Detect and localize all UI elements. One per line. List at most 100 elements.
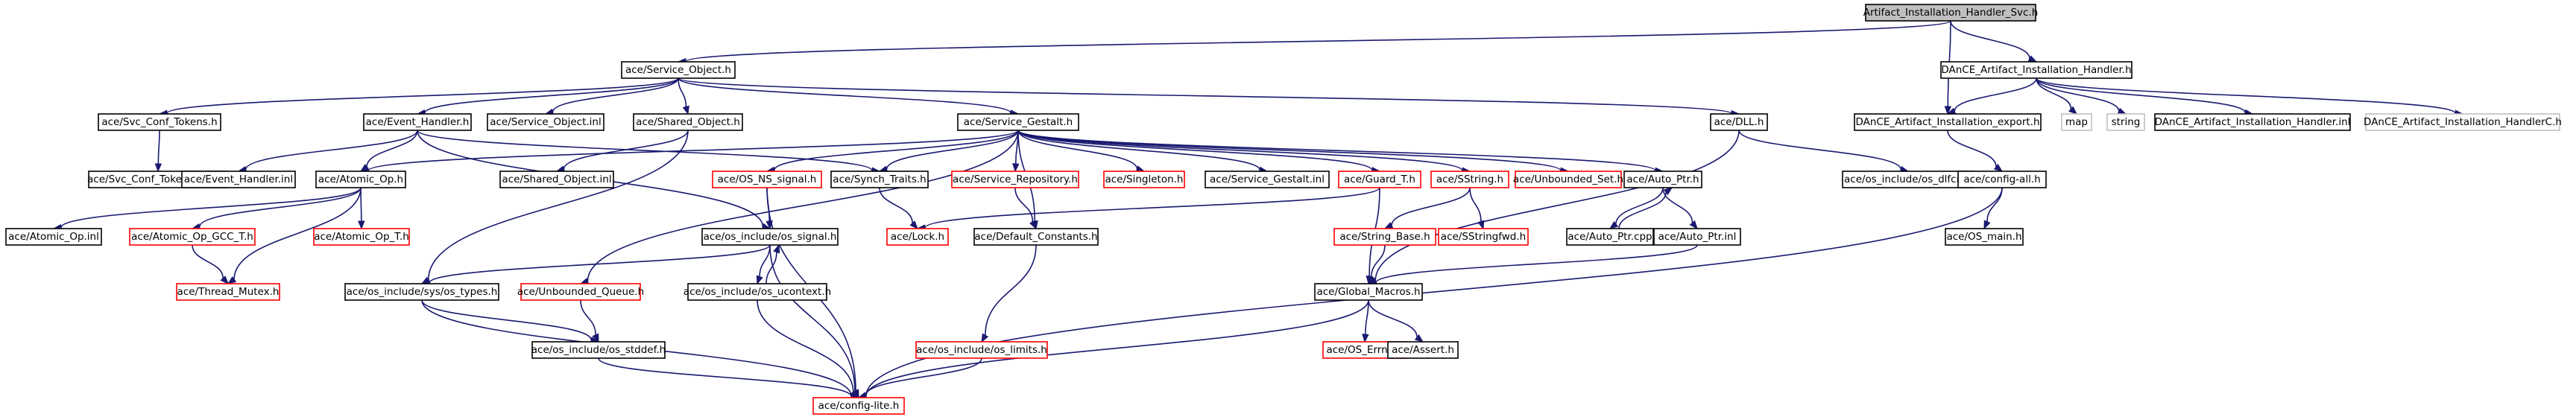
node-service-repository[interactable]: ace/Service_Repository.h: [951, 171, 1079, 188]
edge-service-object-to-service-gestalt: [678, 77, 1011, 114]
node-box: [1103, 171, 1185, 188]
node-os-stddef[interactable]: ace/os_include/os_stddef.h: [531, 341, 666, 359]
node-os-limits[interactable]: ace/os_include/os_limits.h: [915, 341, 1048, 359]
edge-arrowhead: [773, 243, 780, 254]
node-box: [520, 283, 641, 301]
node-box: [181, 171, 296, 188]
edge-arrowhead: [756, 275, 763, 285]
node-svc-conf-tokens[interactable]: ace/Svc_Conf_Tokens.h: [98, 113, 221, 131]
node-dance-handler-c[interactable]: DAnCE_Artifact_Installation_HandlerC.h: [2364, 113, 2562, 131]
node-label: ace/OS_Errno.h: [1326, 344, 1403, 356]
node-box: [531, 341, 666, 359]
node-os-main[interactable]: ace/OS_main.h: [1945, 228, 2024, 246]
node-box: [1314, 283, 1423, 301]
node-dance-handler-inl[interactable]: DAnCE_Artifact_Installation_Handler.inl: [2154, 113, 2351, 131]
node-auto-ptr-inl[interactable]: ace/Auto_Ptr.inl: [1653, 228, 1741, 246]
node-assert[interactable]: ace/Assert.h: [1387, 341, 1459, 359]
node-os-ns-signal[interactable]: ace/OS_NS_signal.h: [712, 171, 822, 188]
node-label: DAnCE_Artifact_Installation_Handler.inl: [2155, 116, 2351, 128]
node-root[interactable]: Artifact_Installation_Handler_Svc.h: [1863, 4, 2039, 22]
node-box: [687, 283, 827, 301]
edge-auto-ptr-to-auto-ptr-inl: [1662, 187, 1693, 223]
node-os-ucontext[interactable]: ace/os_include/os_ucontext.h: [684, 283, 831, 301]
node-event-handler-inl[interactable]: ace/Event_Handler.inl: [181, 171, 296, 188]
edge-auto-ptr-inl-to-global-macros: [1375, 244, 1698, 284]
node-label: ace/os_include/os_signal.h: [704, 231, 837, 243]
node-shared-object-inl[interactable]: ace/Shared_Object.inl: [499, 171, 614, 188]
node-auto-ptr-cpp[interactable]: ace/Auto_Ptr.cpp: [1566, 228, 1654, 246]
node-config-all[interactable]: ace/config-all.h: [1957, 171, 2047, 188]
node-service-gestalt-inl[interactable]: ace/Service_Gestalt.inl: [1205, 171, 1330, 188]
edge-atomic-op-gcc-to-thread-mutex: [192, 244, 224, 278]
edge-service-repository-to-default-constants: [1014, 187, 1034, 223]
node-singleton[interactable]: ace/Singleton.h: [1103, 171, 1185, 188]
node-global-macros[interactable]: ace/Global_Macros.h: [1314, 283, 1423, 301]
node-unbounded-set[interactable]: ace/Unbounded_Set.h: [1513, 171, 1623, 188]
node-box: [1854, 113, 2042, 131]
node-os-errno[interactable]: ace/OS_Errno.h: [1322, 341, 1407, 359]
edge-arrowhead: [220, 276, 229, 284]
node-atomic-op-inl[interactable]: ace/Atomic_Op.inl: [5, 228, 102, 246]
edge-service-gestalt-to-unbounded-set: [1017, 130, 1562, 171]
node-string-base[interactable]: ace/String_Base.h: [1333, 228, 1436, 246]
node-guard-t[interactable]: ace/Guard_T.h: [1338, 171, 1421, 188]
edge-shared-object-to-os-sys-types: [427, 130, 689, 281]
node-label: ace/SStringfwd.h: [1441, 231, 1526, 243]
node-map[interactable]: map: [2061, 113, 2092, 131]
node-os-signal[interactable]: ace/os_include/os_signal.h: [701, 228, 839, 246]
node-label: ace/Service_Object.h: [625, 64, 731, 76]
edge-arrowhead: [1414, 334, 1424, 343]
node-dance-handler[interactable]: DAnCE_Artifact_Installation_Handler.h: [1940, 61, 2133, 79]
node-box: [1945, 228, 2024, 246]
node-lock[interactable]: ace/Lock.h: [886, 228, 949, 246]
node-label: ace/OS_NS_signal.h: [718, 174, 817, 185]
edge-global-macros-to-os-errno: [1365, 299, 1369, 335]
header-nodes: Artifact_Installation_Handler_Svc.h ace/S…: [5, 4, 2562, 415]
node-label: ace/Singleton.h: [1105, 174, 1183, 185]
edge-os-signal-to-config-lite: [769, 244, 856, 392]
node-os-sys-types[interactable]: ace/os_include/sys/os_types.h: [344, 283, 499, 301]
node-label: ace/Lock.h: [891, 231, 944, 243]
node-event-handler[interactable]: ace/Event_Handler.h: [363, 113, 472, 131]
node-sstringfwd[interactable]: ace/SStringfwd.h: [1438, 228, 1529, 246]
node-label: ace/Auto_Ptr.cpp: [1568, 231, 1652, 243]
node-box: [973, 228, 1099, 246]
edge-arrowhead: [1368, 275, 1375, 285]
node-dll[interactable]: ace/DLL.h: [1710, 113, 1768, 131]
node-config-lite[interactable]: ace/config-lite.h: [812, 397, 905, 415]
node-label: ace/Atomic_Op_T.h: [314, 231, 409, 243]
node-synch-traits[interactable]: ace/Synch_Traits.h: [830, 171, 929, 188]
edge-string-base-to-global-macros: [1371, 244, 1386, 277]
node-label: ace/Default_Constants.h: [974, 231, 1097, 243]
edge-arrowhead: [1689, 220, 1698, 230]
node-box: [2365, 113, 2560, 131]
node-box: [1957, 171, 2047, 188]
node-box: [176, 283, 280, 301]
node-label: ace/Atomic_Op.h: [318, 174, 403, 185]
node-service-gestalt[interactable]: ace/Service_Gestalt.h: [957, 113, 1079, 131]
node-unbounded-queue[interactable]: ace/Unbounded_Queue.h: [517, 283, 644, 301]
node-auto-ptr[interactable]: ace/Auto_Ptr.h: [1623, 171, 1702, 188]
node-sstring[interactable]: ace/SString.h: [1430, 171, 1509, 188]
node-default-constants[interactable]: ace/Default_Constants.h: [973, 228, 1099, 246]
edge-os-ucontext-to-os-signal: [765, 252, 777, 284]
node-atomic-op-t[interactable]: ace/Atomic_Op_T.h: [313, 228, 410, 246]
edge-dance-handler-to-string: [2036, 77, 2120, 112]
node-label: ace/Unbounded_Set.h: [1513, 174, 1623, 185]
node-service-object-inl[interactable]: ace/Service_Object.inl: [487, 113, 604, 131]
node-box: [499, 171, 614, 188]
edge-arrowhead: [981, 333, 989, 343]
node-box: [1387, 341, 1459, 359]
edge-arrowhead: [1993, 163, 2004, 172]
node-shared-object[interactable]: ace/Shared_Object.h: [633, 113, 743, 131]
node-os-dlfcn[interactable]: ace/os_include/os_dlfcn.h: [1842, 171, 1974, 188]
node-label: ace/Service_Gestalt.inl: [1210, 174, 1325, 185]
node-box: [1865, 4, 2036, 22]
node-dance-export[interactable]: DAnCE_Artifact_Installation_export.h: [1854, 113, 2042, 131]
node-atomic-op-gcc[interactable]: ace/Atomic_Op_GCC_T.h: [129, 228, 256, 246]
node-service-object[interactable]: ace/Service_Object.h: [621, 61, 736, 79]
node-atomic-op[interactable]: ace/Atomic_Op.h: [315, 171, 406, 188]
node-thread-mutex[interactable]: ace/Thread_Mutex.h: [176, 283, 280, 301]
node-string[interactable]: string: [2106, 113, 2145, 131]
node-label: DAnCE_Artifact_Installation_HandlerC.h: [2364, 116, 2562, 128]
